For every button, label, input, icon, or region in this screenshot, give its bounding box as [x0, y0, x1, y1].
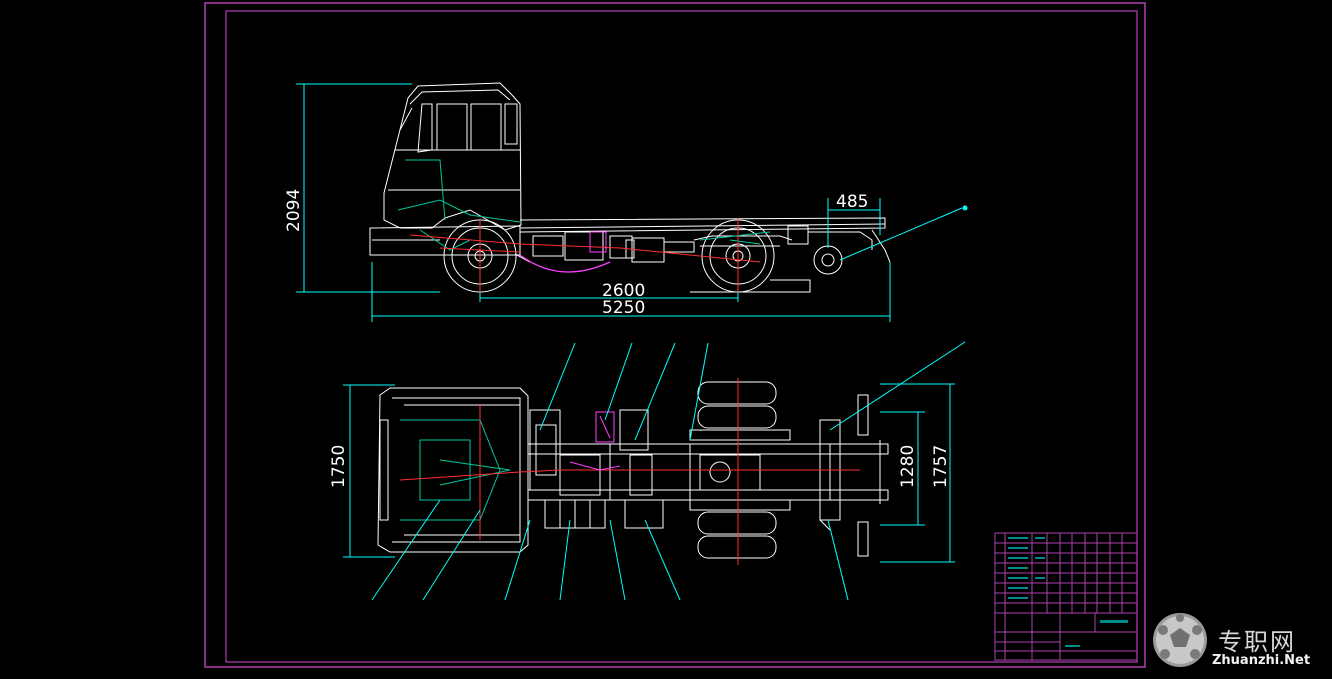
title-block-fill — [1008, 537, 1128, 647]
top-view-details — [399, 378, 860, 565]
soccer-ball-logo-icon — [1153, 613, 1207, 667]
watermark-cn-text: 专职网 — [1218, 628, 1296, 656]
dim-rear-track: 1757 — [931, 445, 951, 488]
dim-front-track: 1750 — [329, 445, 349, 488]
dim-frame-width: 1280 — [898, 445, 918, 488]
title-block — [994, 532, 1138, 661]
dim-side-height: 2094 — [284, 189, 304, 232]
inner-frame — [225, 10, 1138, 663]
dim-wheelbase: 2600 — [602, 281, 645, 301]
side-view-dimension-lines — [296, 83, 968, 322]
dim-overall-length: 5250 — [602, 298, 645, 318]
watermark-en-text: Zhuanzhi.Net — [1212, 653, 1311, 668]
top-view-dimension-lines — [343, 341, 966, 601]
side-view-details — [397, 159, 771, 296]
dim-rear-overhang: 485 — [836, 192, 868, 212]
outer-frame — [204, 2, 1146, 668]
top-view-truck — [377, 381, 889, 559]
